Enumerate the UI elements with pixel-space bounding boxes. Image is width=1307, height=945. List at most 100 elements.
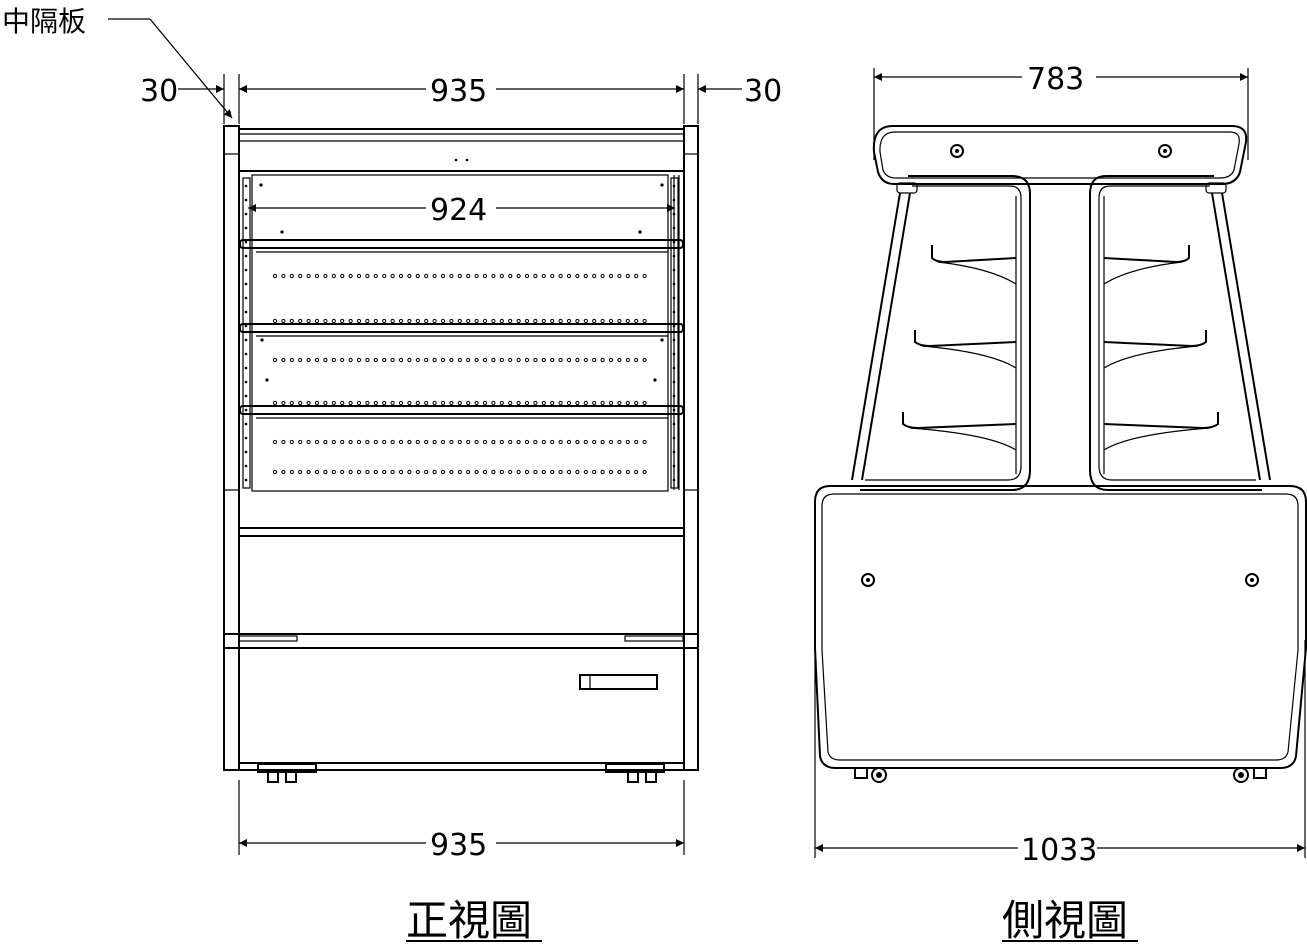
perforation-hole	[272, 318, 278, 324]
upright-slot	[244, 352, 248, 356]
perforation-hole	[289, 357, 294, 363]
perforation-hole	[592, 357, 597, 363]
perforation-hole	[575, 318, 580, 324]
perforation-hole	[382, 439, 387, 445]
perforation-hole	[491, 400, 496, 406]
perforation-hole	[533, 318, 538, 324]
perforation-hole	[474, 400, 479, 406]
upright-slot	[672, 422, 676, 426]
perforation-hole	[550, 273, 555, 279]
perforation-hole	[340, 357, 345, 363]
upright-slot	[244, 422, 248, 426]
perforation-hole	[398, 318, 404, 324]
perforation-hole	[298, 439, 303, 445]
upright-slot	[672, 338, 676, 342]
perforation-hole	[424, 400, 429, 406]
perforation-hole	[457, 273, 462, 279]
perforation-hole	[608, 469, 614, 475]
perforation-hole	[558, 439, 563, 445]
perforation-hole	[566, 400, 572, 406]
perforation-hole	[356, 273, 362, 279]
perforation-hole	[415, 273, 420, 279]
perforation-hole	[298, 400, 303, 406]
perforation-hole	[289, 273, 294, 279]
perforation-hole	[617, 357, 622, 363]
perforation-hole	[373, 400, 378, 406]
perforation-hole	[449, 318, 454, 324]
perforation-hole	[424, 439, 429, 445]
perforation-hole	[642, 439, 647, 445]
perforation-hole	[516, 469, 521, 475]
perforation-hole	[558, 273, 563, 279]
perforation-hole	[424, 273, 429, 279]
perforation-hole	[449, 273, 454, 279]
perforation-hole	[356, 357, 362, 363]
perforation-hole	[558, 469, 563, 475]
dim-935-top: 935	[430, 74, 487, 109]
perforation-hole	[508, 318, 513, 324]
perforation-hole	[566, 439, 572, 445]
upright-slot	[672, 226, 676, 230]
perforation-hole	[508, 439, 513, 445]
perforation-hole	[491, 439, 496, 445]
perforation-hole	[457, 400, 462, 406]
dim-left-30: 30	[140, 74, 178, 109]
perforation-hole	[340, 439, 345, 445]
perforation-hole	[348, 439, 353, 445]
perforation-hole	[558, 357, 563, 363]
perforation-hole	[390, 318, 395, 324]
perforation-hole	[340, 318, 345, 324]
caster-wheel	[854, 767, 1267, 783]
upright-slot	[672, 254, 676, 258]
upright-slot	[672, 352, 676, 356]
perforation-hole	[583, 357, 588, 363]
side-view-caption: 側視圖	[1002, 896, 1128, 945]
upright-slot	[244, 478, 248, 482]
perforation-hole	[625, 357, 630, 363]
perforation-hole	[365, 400, 370, 406]
perforation-hole	[482, 400, 488, 406]
perforation-hole	[289, 318, 294, 324]
perforation-hole	[499, 439, 504, 445]
perforation-hole	[365, 318, 370, 324]
perforation-hole	[365, 469, 370, 475]
perforation-hole	[550, 439, 555, 445]
perforation-hole	[415, 357, 420, 363]
side-view-dimensions: 783 1033	[814, 62, 1306, 868]
perforation-hole	[600, 400, 605, 406]
perforation-hole	[323, 439, 328, 445]
perforation-hole	[642, 469, 647, 475]
upright-slot	[244, 184, 248, 188]
perforation-hole	[566, 469, 572, 475]
perforation-hole	[340, 400, 345, 406]
perforation-hole	[432, 273, 437, 279]
perforation-hole	[289, 439, 294, 445]
perforation-hole	[382, 469, 387, 475]
perforation-hole	[617, 273, 622, 279]
perforation-hole	[608, 400, 614, 406]
perforation-hole	[524, 273, 530, 279]
upright-slot	[672, 436, 676, 440]
right-side-panel	[683, 125, 699, 771]
perforation-hole	[524, 469, 530, 475]
side-shelf	[902, 245, 1219, 451]
perforation-hole	[583, 273, 588, 279]
perforation-hole	[390, 439, 395, 445]
shelf	[239, 239, 684, 415]
perforation-hole	[558, 318, 563, 324]
perforation-holes	[244, 184, 676, 482]
upright-slot	[672, 408, 676, 412]
perforation-hole	[457, 439, 462, 445]
side-view	[814, 125, 1307, 783]
perforation-hole	[407, 357, 412, 363]
left-rear-column	[860, 175, 1031, 491]
perforation-hole	[432, 439, 437, 445]
perforation-hole	[566, 318, 572, 324]
upright-slot	[244, 268, 248, 272]
upright-slot	[244, 450, 248, 454]
upright-slot	[244, 254, 248, 258]
nameplate	[579, 674, 658, 690]
perforation-hole	[415, 439, 420, 445]
perforation-hole	[583, 400, 588, 406]
perforation-hole	[474, 439, 479, 445]
